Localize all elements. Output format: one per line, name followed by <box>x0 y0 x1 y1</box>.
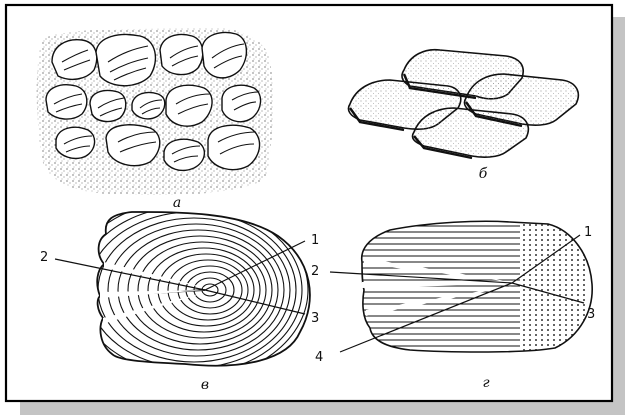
panel-a-placoid-scales: а <box>37 28 273 211</box>
caption-b: б <box>479 166 488 182</box>
label-g-4: 4 <box>315 350 323 365</box>
label-g-1: 1 <box>584 225 592 240</box>
label-g-3: 3 <box>587 307 595 322</box>
label-v-1: 1 <box>311 233 319 248</box>
caption-v: в <box>201 377 209 393</box>
label-g-2: 2 <box>311 264 319 279</box>
label-v-2: 2 <box>40 250 48 265</box>
caption-a: а <box>173 195 181 211</box>
label-v-3: 3 <box>311 311 319 326</box>
caption-g: г <box>482 375 489 391</box>
